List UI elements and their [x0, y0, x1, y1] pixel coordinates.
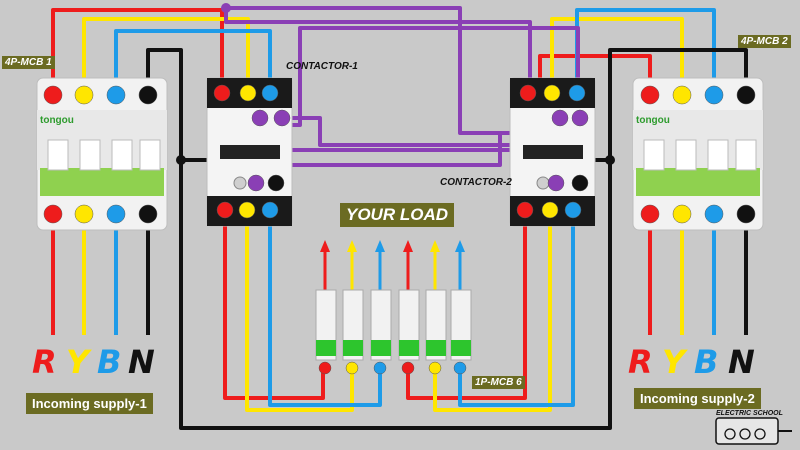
mcb1-body	[36, 77, 168, 231]
arrow-head-2	[347, 240, 357, 252]
terminal-c2-top-y	[543, 84, 561, 102]
mcb2-brand: tongou	[636, 115, 670, 126]
phase-b-left: B	[97, 343, 122, 381]
terminals	[43, 84, 756, 375]
terminal-mcb6-1	[318, 361, 332, 375]
wire-c1-red-out	[223, 212, 325, 400]
terminal-c1-bot-b	[261, 201, 279, 219]
wire-c1-blue-out	[268, 212, 382, 407]
terminal-mcb1-bot-n	[138, 204, 158, 224]
contactor1-label: CONTACTOR-1	[286, 61, 358, 72]
terminal-mcb6-3	[373, 361, 387, 375]
terminal-mcb2-bot-y	[672, 204, 692, 224]
mcb1-label: 4P-MCB 1	[2, 56, 55, 69]
terminal-c2-coil-a2	[571, 174, 589, 192]
terminal-c2-aux-2	[571, 109, 589, 127]
wire-mcb1-blue-top	[114, 29, 272, 95]
phase-b-right: B	[694, 343, 719, 381]
terminal-mcb1-bot-r	[43, 204, 63, 224]
phase-r-right: R	[628, 343, 653, 381]
terminal-mcb6-4	[401, 361, 415, 375]
wire-c2-red-out	[406, 212, 527, 400]
terminal-mcb1-top-n	[138, 85, 158, 105]
mcb6-bank	[315, 289, 472, 361]
terminal-mcb2-top-r	[640, 85, 660, 105]
supply2-label: Incoming supply-2	[634, 388, 761, 409]
arrow-head-6	[455, 240, 465, 252]
terminal-mcb2-bot-b	[704, 204, 724, 224]
terminal-c2-bot-r	[516, 201, 534, 219]
mcb6-label: 1P-MCB 6	[472, 376, 525, 389]
phase-r-left: R	[32, 343, 57, 381]
mcb1-brand: tongou	[40, 115, 74, 126]
arrow-head-5	[430, 240, 440, 252]
terminal-mcb1-top-r	[43, 85, 63, 105]
terminal-c1-bot-y	[238, 201, 256, 219]
arrow-head-3	[375, 240, 385, 252]
terminal-c1-top-y	[239, 84, 257, 102]
wire-mcb1-red-top	[51, 8, 224, 95]
phase-n-left: N	[128, 343, 155, 381]
contactor2-label: CONTACTOR-2	[440, 177, 512, 188]
terminal-c1-coil-a2	[267, 174, 285, 192]
phase-y-right: Y	[662, 343, 686, 381]
terminal-c2-bot-y	[541, 201, 559, 219]
terminal-c1-coil-a1	[247, 174, 265, 192]
logo-text: ELECTRIC SCHOOL	[716, 410, 783, 417]
wire-mcb2-red-top	[538, 54, 652, 95]
wire-purple-4	[282, 116, 530, 162]
arrow-head-4	[403, 240, 413, 252]
junction-purple-top	[221, 3, 231, 13]
terminal-c1-top-b	[261, 84, 279, 102]
wire-c2-blue-out	[458, 212, 575, 407]
load-label: YOUR LOAD	[340, 203, 454, 227]
terminal-c1-aux-2	[273, 109, 291, 127]
wire-c2-yellow-out	[433, 212, 552, 412]
mcb2-body	[632, 77, 764, 231]
arrow-head-1	[320, 240, 330, 252]
wire-purple-6	[268, 118, 502, 167]
wire-c1-yellow-out	[245, 212, 354, 412]
terminal-mcb6-6	[453, 361, 467, 375]
terminal-mcb1-top-b	[106, 85, 126, 105]
wire-mcb1-yellow-top	[82, 17, 250, 95]
terminal-c1-aux-1	[251, 109, 269, 127]
load-arrows	[320, 240, 465, 252]
terminal-mcb2-bot-n	[736, 204, 756, 224]
terminal-c2-top-r	[519, 84, 537, 102]
electric-school-logo	[715, 417, 792, 445]
terminal-mcb2-top-y	[672, 85, 692, 105]
junctions	[176, 3, 615, 165]
terminal-c2-top-b	[568, 84, 586, 102]
terminal-mcb6-5	[428, 361, 442, 375]
wire-purple-2	[224, 8, 532, 80]
terminal-c2-aux-1	[551, 109, 569, 127]
terminal-mcb1-top-y	[74, 85, 94, 105]
mcb2-label: 4P-MCB 2	[738, 35, 791, 48]
junction-black-right	[605, 155, 615, 165]
terminal-c2-coil-a1	[547, 174, 565, 192]
terminal-mcb2-top-b	[704, 85, 724, 105]
phase-n-right: N	[728, 343, 755, 381]
terminal-mcb1-bot-y	[74, 204, 94, 224]
supply1-label: Incoming supply-1	[26, 393, 153, 414]
terminal-mcb2-top-n	[736, 85, 756, 105]
phase-y-left: Y	[66, 343, 90, 381]
junction-black-left	[176, 155, 186, 165]
terminal-mcb1-bot-b	[106, 204, 126, 224]
terminal-c1-top-r	[213, 84, 231, 102]
terminal-c1-bot-r	[216, 201, 234, 219]
terminal-c2-bot-b	[564, 201, 582, 219]
wire-mcb2-yellow-top	[550, 17, 684, 95]
terminal-mcb2-bot-r	[640, 204, 660, 224]
wire-mcb2-black-top	[608, 48, 748, 160]
terminal-mcb6-2	[345, 361, 359, 375]
